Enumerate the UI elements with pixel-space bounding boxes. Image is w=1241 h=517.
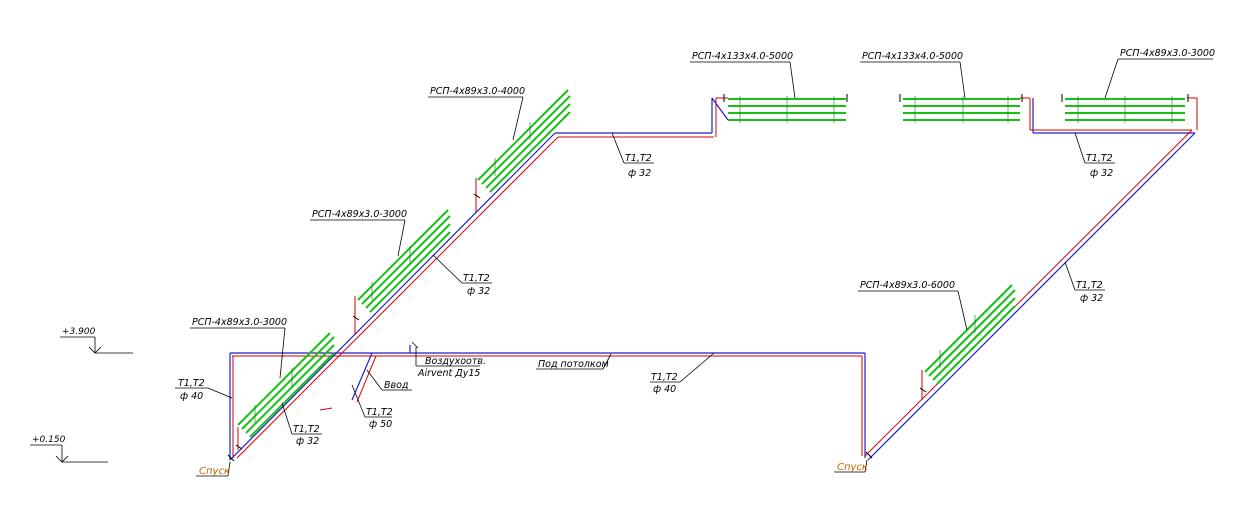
label-rsp-top-3: РСП-4x89x3.0-3000: [1104, 48, 1215, 99]
pipe-label-left-lower-t: Т1,Т2: [293, 424, 320, 435]
label-rsp-top-2: РСП-4x133x4.0-5000: [860, 51, 966, 99]
note-air-vent-line2: Airvent Ду15: [417, 368, 480, 379]
label-rsp-top-1-text: РСП-4x133x4.0-5000: [692, 51, 793, 62]
label-rsp-left-mid: РСП-4x89x3.0-3000: [310, 209, 407, 257]
note-air-vent-line1: Воздухоотв.: [425, 356, 486, 367]
pipe-label-top-left: Т1,Т2 ф 32: [611, 132, 654, 179]
pipe-label-inlet-t: Т1,Т2: [366, 407, 393, 418]
pipe-label-right-diag-d: ф 32: [1080, 293, 1103, 304]
label-rsp-left-low-text: РСП-4x89x3.0-3000: [192, 317, 287, 328]
panel-top-2: [903, 96, 1020, 123]
label-rsp-right: РСП-4x89x3.0-6000: [858, 280, 968, 331]
note-inlet: Ввод: [366, 369, 412, 391]
panel-left-high: [477, 89, 571, 193]
pipe-label-left-diag-d: ф 32: [467, 286, 490, 297]
level-mark-top: +3.900: [60, 327, 133, 354]
panel-top-1: [728, 96, 846, 123]
pipe-label-left-riser-d: ф 40: [180, 391, 203, 402]
pipe-label-main-t: Т1,Т2: [651, 372, 678, 383]
pipe-label-main-d: ф 40: [653, 384, 676, 395]
label-rsp-top-1: РСП-4x133x4.0-5000: [690, 51, 796, 99]
pipe-label-top-left-d: ф 32: [628, 168, 651, 179]
pipe-label-right-diag: Т1,Т2 ф 32: [1064, 261, 1105, 304]
pipe-label-left-diag-t: Т1,Т2: [463, 273, 490, 284]
pipe-label-inlet-d: ф 50: [369, 419, 392, 430]
pipe-label-right-diag-t: Т1,Т2: [1076, 280, 1103, 291]
pipe-label-main: Т1,Т2 ф 40: [650, 352, 715, 395]
note-down-left: Спуск: [196, 461, 231, 477]
label-rsp-left-low: РСП-4x89x3.0-3000: [190, 317, 287, 379]
pipe-label-left-diag: Т1,Т2 ф 32: [432, 254, 492, 297]
label-rsp-top-3-text: РСП-4x89x3.0-3000: [1120, 48, 1215, 59]
pipe-label-top-right: Т1,Т2 ф 32: [1074, 132, 1115, 179]
panel-right: [924, 284, 1016, 385]
pipe-label-left-riser: Т1,Т2 ф 40: [175, 378, 233, 402]
label-rsp-top-2-text: РСП-4x133x4.0-5000: [862, 51, 963, 62]
note-down-right-text: Спуск: [837, 462, 868, 473]
pipe-network: [229, 97, 1198, 461]
level-top-label: +3.900: [62, 327, 96, 337]
valve-marks: [227, 94, 1189, 462]
pipe-label-left-lower: Т1,Т2 ф 32: [281, 402, 322, 447]
note-air-vent: Воздухоотв. Airvent Ду15: [415, 347, 486, 379]
panel-top-3: [1065, 96, 1185, 123]
note-under-ceiling: Под потолком: [536, 353, 612, 370]
level-bottom-label: +0.150: [32, 435, 66, 445]
label-rsp-right-text: РСП-4x89x3.0-6000: [860, 280, 955, 291]
pipe-label-top-right-d: ф 32: [1090, 168, 1113, 179]
pipe-label-inlet: Т1,Т2 ф 50: [351, 384, 393, 430]
label-rsp-left-high-text: РСП-4x89x3.0-4000: [430, 86, 525, 97]
note-under-ceiling-text: Под потолком: [538, 359, 609, 370]
label-rsp-left-high: РСП-4x89x3.0-4000: [428, 86, 525, 141]
level-mark-bottom: +0.150: [30, 435, 108, 463]
note-down-left-text: Спуск: [199, 466, 230, 477]
note-inlet-text: Ввод: [384, 380, 409, 391]
panel-left-low: [237, 332, 335, 438]
panel-left-mid: [357, 209, 451, 313]
pipe-label-top-right-t: Т1,Т2: [1086, 153, 1113, 164]
pipe-label-left-riser-t: Т1,Т2: [178, 378, 205, 389]
note-down-right: Спуск: [834, 459, 868, 473]
label-rsp-left-mid-text: РСП-4x89x3.0-3000: [312, 209, 407, 220]
pipe-label-top-left-t: Т1,Т2: [625, 153, 652, 164]
pipe-label-left-lower-d: ф 32: [296, 436, 319, 447]
